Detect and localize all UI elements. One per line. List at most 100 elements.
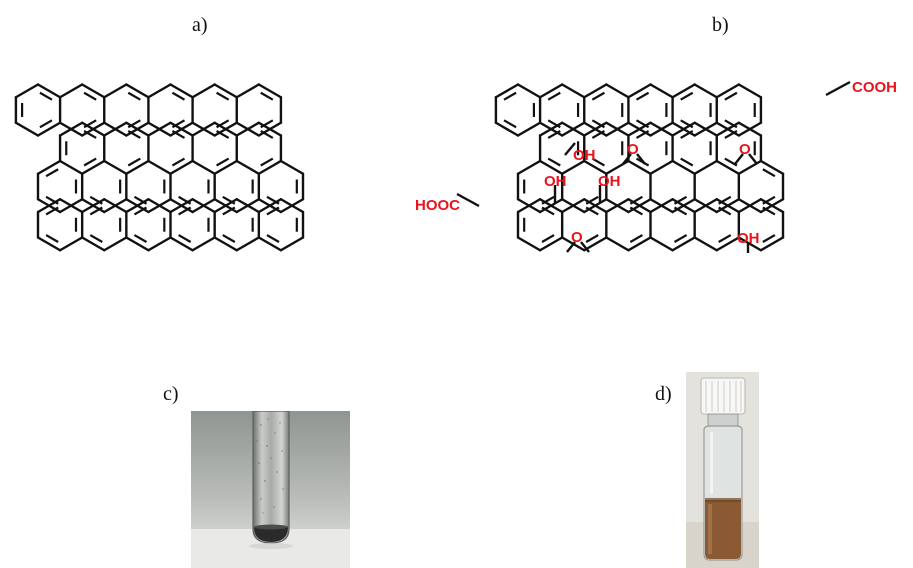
- substituent-bond: [564, 142, 576, 156]
- double-bond: [127, 91, 141, 101]
- double-bond: [216, 130, 230, 139]
- bond: [737, 83, 763, 99]
- bond: [103, 236, 128, 252]
- bond: [125, 198, 150, 214]
- hydroxyl-label: OH: [598, 173, 621, 190]
- double-bond: [724, 130, 738, 139]
- double-bond: [39, 119, 53, 129]
- bond: [147, 83, 172, 99]
- sediment: [254, 527, 288, 542]
- bond: [560, 159, 586, 175]
- bond: [649, 83, 674, 99]
- photo-vial: [686, 372, 759, 568]
- double-bond: [127, 157, 141, 167]
- bond: [191, 159, 216, 175]
- epoxide-label: O: [571, 229, 583, 246]
- bond: [58, 83, 84, 99]
- double-bond: [585, 206, 599, 216]
- double-bond: [171, 91, 186, 101]
- double-bond: [133, 206, 148, 216]
- bond: [36, 121, 62, 137]
- double-bond: [762, 206, 776, 216]
- bond: [36, 198, 62, 214]
- double-bond: [89, 234, 103, 243]
- double-bond: [541, 206, 555, 216]
- double-bond: [503, 119, 517, 129]
- double-bond: [83, 91, 97, 101]
- bond: [538, 159, 564, 175]
- bond: [715, 121, 741, 137]
- substituent-bond: [580, 241, 590, 253]
- bond: [36, 236, 62, 252]
- bond: [627, 159, 652, 175]
- bond: [169, 198, 194, 214]
- bond: [14, 121, 40, 137]
- bond: [583, 159, 608, 175]
- panel-label-d: d): [655, 383, 672, 405]
- bond: [36, 83, 62, 99]
- double-bond: [680, 130, 694, 139]
- double-bond: [216, 91, 230, 101]
- double-bond: [762, 168, 776, 178]
- bond: [715, 83, 741, 99]
- double-bond: [83, 157, 97, 167]
- bond: [605, 236, 630, 252]
- double-bond: [222, 234, 236, 243]
- double-bond: [178, 206, 192, 216]
- double-bond: [45, 206, 59, 216]
- bond: [125, 121, 150, 137]
- bond: [235, 83, 261, 99]
- double-bond: [222, 206, 236, 216]
- bond: [759, 236, 785, 252]
- double-bond: [547, 157, 561, 167]
- double-bond: [673, 206, 688, 216]
- bond: [257, 83, 283, 99]
- hydroxyl-label: OH: [544, 173, 567, 190]
- double-bond: [635, 130, 650, 139]
- bond: [737, 121, 763, 137]
- bond: [279, 159, 305, 175]
- double-bond: [260, 157, 274, 167]
- bond: [560, 121, 586, 137]
- double-bond: [673, 234, 688, 243]
- bond: [671, 83, 696, 99]
- double-bond: [591, 130, 605, 139]
- bond: [58, 198, 84, 214]
- cooh-label: COOH: [852, 79, 897, 96]
- bond: [693, 83, 718, 99]
- bond: [693, 121, 718, 137]
- bond: [257, 121, 283, 137]
- bond: [538, 83, 564, 99]
- bond: [671, 236, 696, 252]
- bond: [279, 236, 305, 252]
- bond: [649, 159, 674, 175]
- bond: [715, 159, 741, 175]
- bond: [191, 121, 216, 137]
- bond: [213, 198, 238, 214]
- double-bond: [216, 157, 230, 167]
- bond: [516, 236, 542, 252]
- bond: [538, 236, 564, 252]
- double-bond: [45, 168, 59, 178]
- bond: [693, 198, 718, 214]
- double-bond: [133, 234, 148, 243]
- double-bond: [718, 234, 732, 243]
- bond: [516, 198, 542, 214]
- bond: [169, 121, 194, 137]
- bond: [103, 159, 128, 175]
- bond: [671, 198, 696, 214]
- bond: [583, 198, 608, 214]
- double-bond: [89, 206, 103, 216]
- bond: [627, 198, 652, 214]
- bond: [147, 236, 172, 252]
- substituent-bond: [734, 153, 744, 165]
- bond: [80, 236, 106, 252]
- bond: [191, 236, 216, 252]
- bond: [235, 121, 261, 137]
- double-bond: [762, 234, 776, 243]
- panel-label-c: c): [163, 383, 179, 405]
- double-bond: [260, 130, 274, 139]
- bond: [560, 83, 586, 99]
- hydroxyl-label: OH: [737, 230, 760, 247]
- bond: [605, 121, 630, 137]
